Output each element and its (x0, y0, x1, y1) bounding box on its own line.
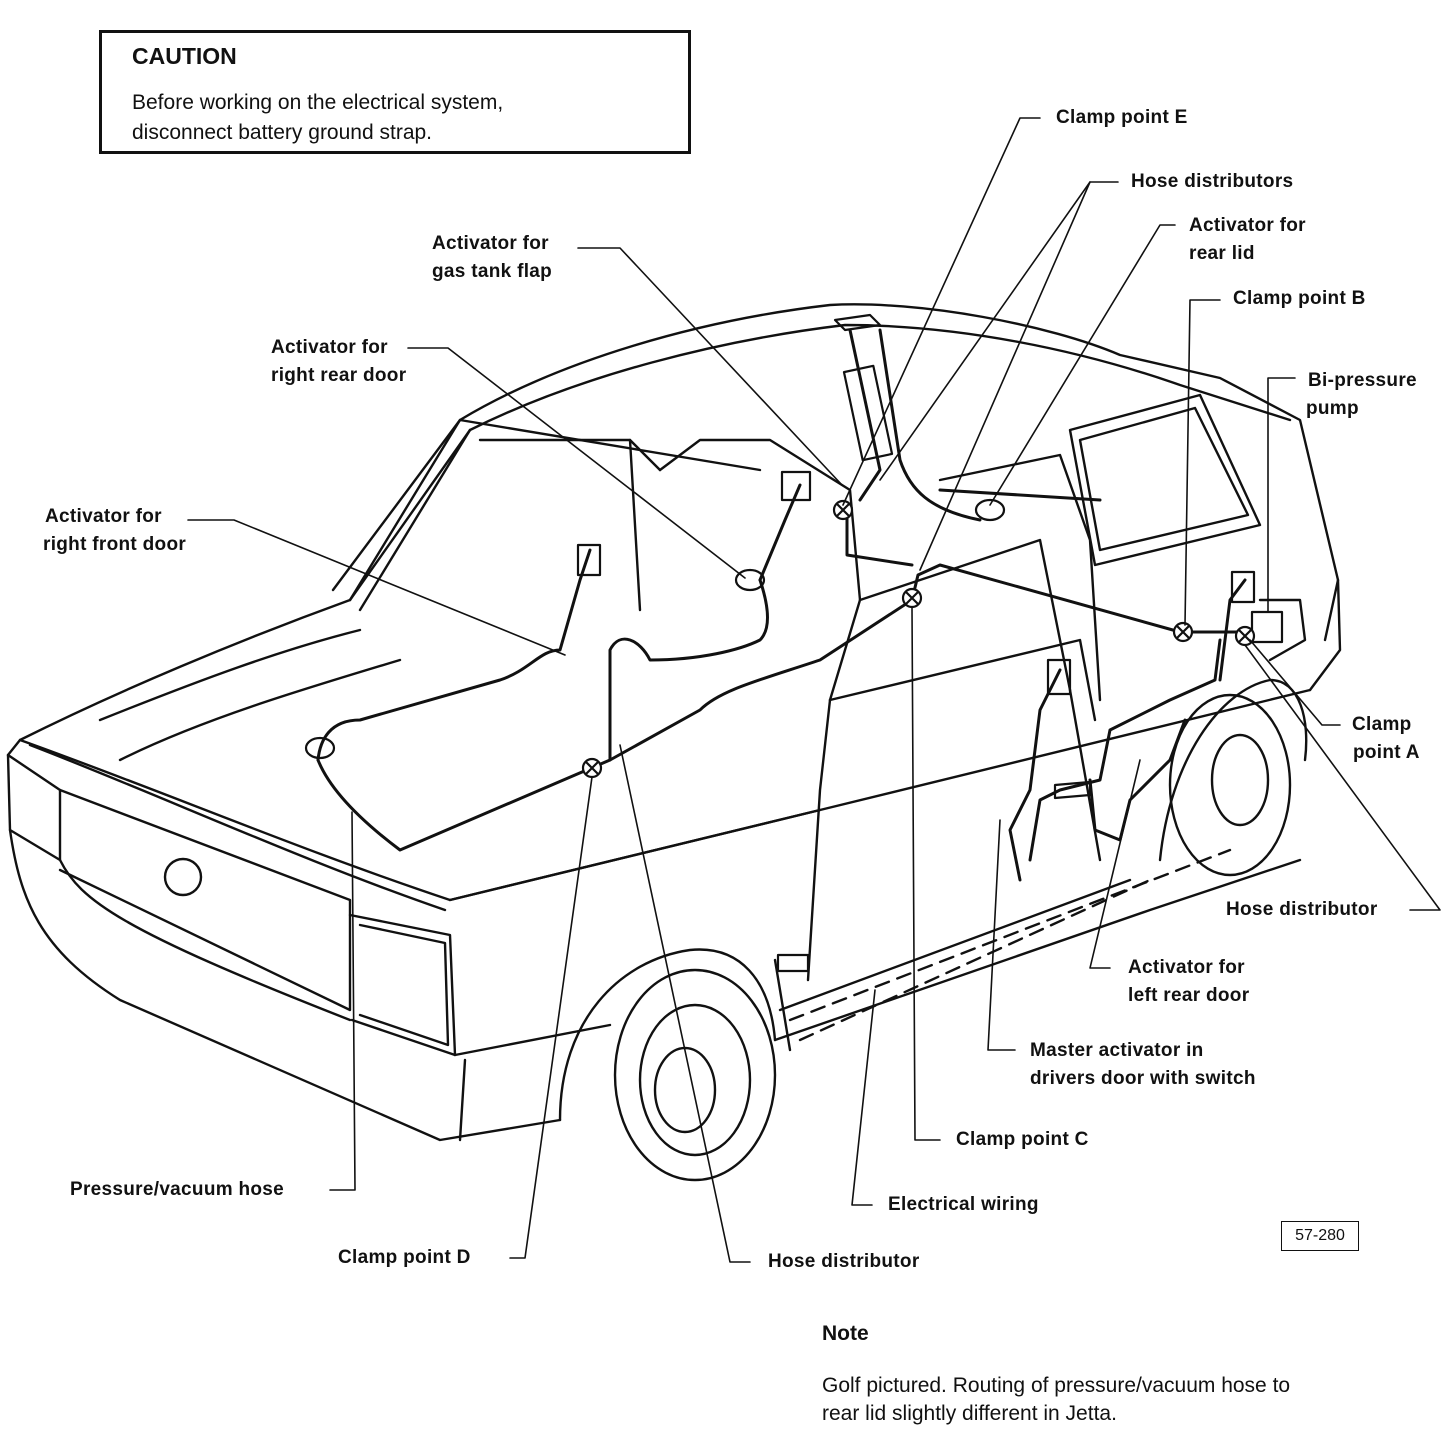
label-bi-pressure-pump-line-2: pump (1306, 398, 1359, 419)
leader-clamp-c (911, 607, 941, 1141)
label-hose-distributor-right: Hose distributor (1226, 899, 1378, 920)
hose-components (304, 313, 1284, 973)
vacuum-hose-routing (316, 328, 1247, 882)
leader-gas-tank-flap (577, 247, 843, 486)
door-sill-dashed-lines (788, 848, 1232, 1042)
clamp-point-c-marker (901, 587, 923, 609)
leader-hose-distributor-right (1244, 644, 1441, 911)
label-activator-right-rear-door-line-2: right rear door (271, 365, 407, 386)
label-clamp-point-a-line-1: Clamp (1352, 714, 1412, 735)
clamp-point-markers (581, 499, 1256, 779)
leader-pressure-hose (329, 811, 356, 1191)
leader-left-rear-door (1089, 759, 1141, 969)
caution-title: CAUTION (132, 43, 237, 69)
label-activator-right-front-door-line-2: right front door (43, 534, 187, 555)
label-master-activator-line-1: Master activator in (1030, 1040, 1204, 1061)
label-hose-distributor-bottom: Hose distributor (768, 1251, 920, 1272)
leader-clamp-d (509, 776, 593, 1259)
note-text-line-1: Golf pictured. Routing of pressure/vacuu… (822, 1374, 1291, 1397)
note-text-line-2: rear lid slightly different in Jetta. (822, 1402, 1117, 1425)
label-clamp-point-a-line-2: point A (1353, 742, 1420, 763)
leader-clamp-a (1249, 639, 1341, 726)
leader-right-front-door (187, 519, 566, 656)
note-title: Note (822, 1322, 869, 1345)
label-master-activator-line-2: drivers door with switch (1030, 1068, 1256, 1089)
label-clamp-point-e: Clamp point E (1056, 107, 1188, 128)
label-activator-right-front-door-line-1: Activator for (45, 506, 162, 527)
label-clamp-point-d: Clamp point D (338, 1247, 471, 1268)
label-pressure-vacuum-hose: Pressure/vacuum hose (70, 1179, 285, 1200)
caution-text-line-2: disconnect battery ground strap. (132, 121, 433, 144)
car-body-outline (6, 303, 1342, 1182)
label-activator-gas-tank-flap-line-2: gas tank flap (432, 261, 553, 282)
leader-rear-lid (989, 224, 1176, 506)
caution-box: CAUTION Before working on the electrical… (99, 30, 691, 154)
leader-master-activator (987, 819, 1016, 1051)
label-clamp-point-c: Clamp point C (956, 1129, 1089, 1150)
leader-right-rear-door (407, 347, 746, 579)
label-activator-rear-lid-line-2: rear lid (1189, 243, 1255, 264)
leader-bi-pressure-pump (1267, 377, 1296, 613)
leader-lines (187, 117, 1441, 1263)
label-bi-pressure-pump-line-1: Bi-pressure (1308, 370, 1417, 391)
label-activator-rear-lid-line-1: Activator for (1189, 215, 1306, 236)
figure-id-badge: 57-280 (1281, 1221, 1359, 1251)
caution-text-line-1: Before working on the electrical system, (132, 91, 504, 114)
label-activator-left-rear-door-line-2: left rear door (1128, 985, 1250, 1006)
leader-hose-distributor-bottom (619, 744, 751, 1263)
clamp-point-d-marker (581, 757, 603, 779)
label-electrical-wiring: Electrical wiring (888, 1194, 1039, 1215)
label-activator-left-rear-door-line-1: Activator for (1128, 957, 1245, 978)
label-clamp-point-b: Clamp point B (1233, 288, 1366, 309)
leader-clamp-b (1184, 299, 1221, 626)
leader-clamp-e (842, 117, 1041, 506)
label-activator-gas-tank-flap-line-1: Activator for (432, 233, 549, 254)
label-activator-right-rear-door-line-1: Activator for (271, 337, 388, 358)
clamp-point-e-marker (832, 499, 854, 521)
label-hose-distributors: Hose distributors (1131, 171, 1294, 192)
clamp-point-b-marker (1172, 621, 1194, 643)
leader-electrical-wiring (851, 989, 876, 1206)
